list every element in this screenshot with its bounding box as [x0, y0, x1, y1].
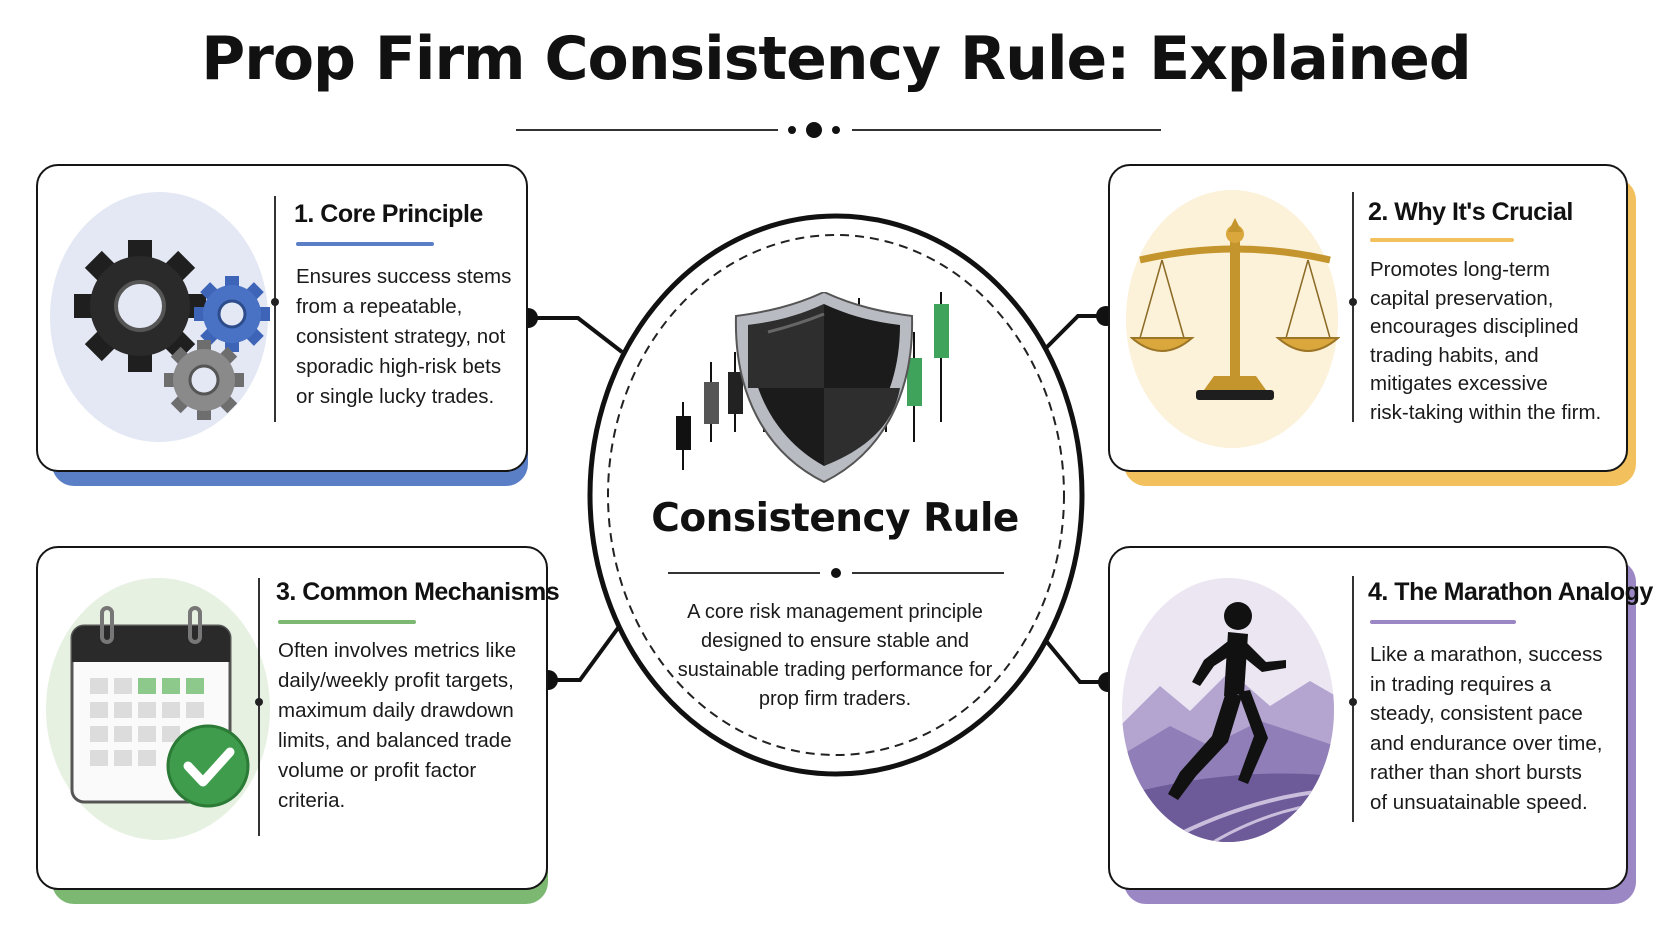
- gears-icon: [74, 240, 270, 420]
- card-1-underline: [296, 242, 434, 246]
- card-3-title: 3. Common Mechanisms: [276, 578, 560, 606]
- center-divider: [668, 568, 1004, 578]
- card-core-principle: 1. Core Principle Ensures success stems …: [36, 164, 528, 472]
- card-3-underline: [278, 620, 416, 624]
- card-4-underline: [1370, 620, 1516, 624]
- calendar-check-icon: [70, 606, 250, 808]
- center-description: A core risk management principle designe…: [677, 601, 993, 710]
- center-circle: [587, 213, 1085, 777]
- card-1-title: 1. Core Principle: [294, 200, 483, 228]
- card-4-title: 4. The Marathon Analogy: [1368, 578, 1653, 606]
- card-2-title: 2. Why It's Crucial: [1368, 198, 1573, 226]
- balance-scale-icon: [1130, 218, 1340, 400]
- card-2-text: Promotes long-term capital preservation,…: [1370, 258, 1602, 424]
- center-title: Consistency Rule: [651, 496, 1019, 541]
- card-3-text: Often involves metrics like daily/weekly…: [278, 639, 517, 812]
- card-1-text: Ensures success stems from a repeatable,…: [296, 265, 512, 408]
- title-divider: [516, 122, 1161, 138]
- card-common-mechanisms: 3. Common Mechanisms Often involves metr…: [36, 546, 560, 890]
- card-why-crucial: 2. Why It's Crucial Promotes long-term c…: [1108, 164, 1628, 472]
- card-2-underline: [1370, 238, 1514, 242]
- card-marathon-analogy: 4. The Marathon Analogy Like a marathon,…: [1108, 546, 1653, 890]
- page-title: Prop Firm Consistency Rule: Explained: [201, 24, 1471, 94]
- card-4-text: Like a marathon, success in trading requ…: [1370, 643, 1603, 814]
- runner-icon: [1122, 578, 1334, 842]
- shield-candlestick-icon: [676, 292, 949, 484]
